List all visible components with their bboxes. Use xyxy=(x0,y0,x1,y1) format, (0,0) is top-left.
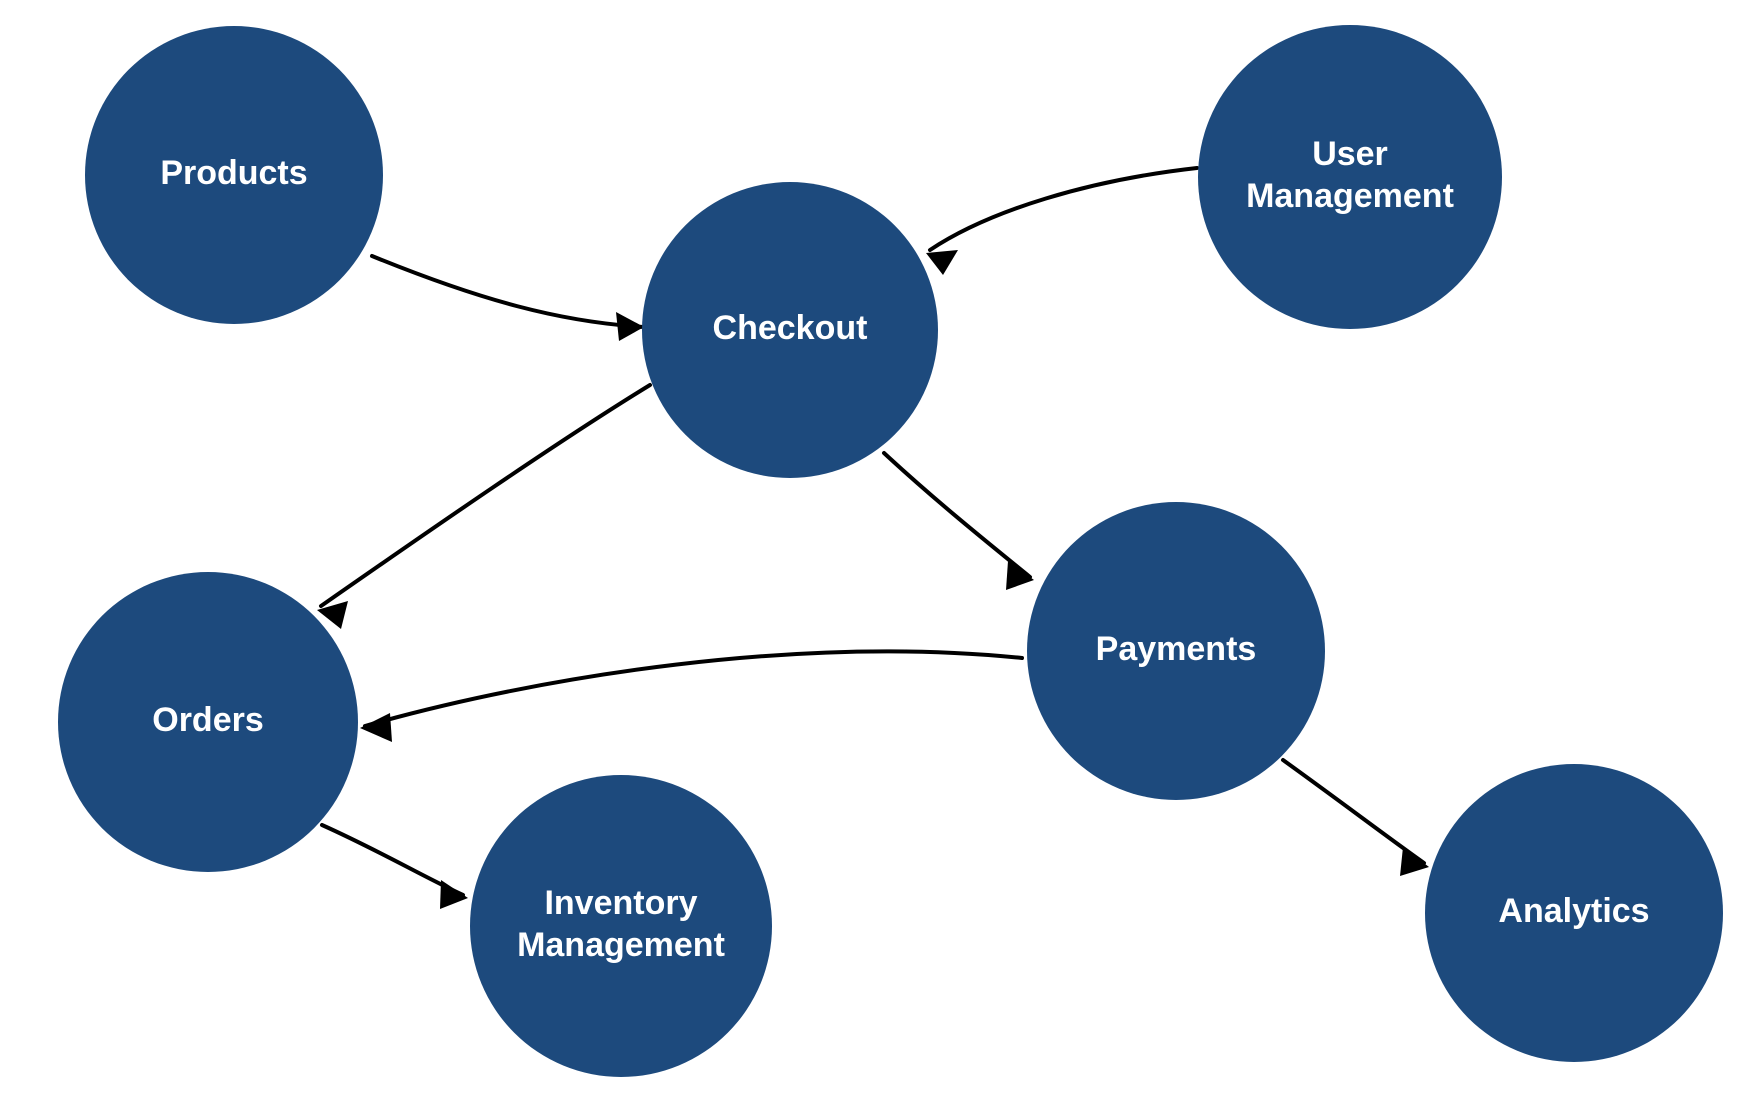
edge-payments-to-analytics[interactable]: Payments to Analytics xyxy=(1281,758,1429,876)
node-analytics[interactable]: AnalyticsAnalytics xyxy=(1425,764,1723,1062)
arrowhead-icon xyxy=(1400,847,1429,876)
edge-line xyxy=(882,451,1032,579)
arrowhead-icon xyxy=(360,713,392,742)
node-circle-products[interactable] xyxy=(85,26,383,324)
nodes-layer: ProductsProductsCheckoutCheckout UserMana… xyxy=(58,25,1723,1077)
edges-layer: Products to Checkout User Management to C… xyxy=(317,166,1429,909)
node-circle-checkout[interactable] xyxy=(642,182,938,478)
node-circle-user_mgmt[interactable] xyxy=(1198,25,1502,329)
edge-payments-to-orders[interactable]: Payments to Orders xyxy=(360,649,1024,742)
arrowhead-icon xyxy=(317,601,348,629)
arrowhead-icon xyxy=(926,250,958,275)
edge-line xyxy=(928,166,1199,252)
node-products[interactable]: ProductsProducts xyxy=(85,26,383,324)
node-orders[interactable]: OrdersOrders xyxy=(58,572,358,872)
edge-checkout-to-orders[interactable]: Checkout to Orders xyxy=(317,383,652,629)
edge-orders-to-inventory[interactable]: Orders to Inventory Management xyxy=(320,823,468,909)
arrowhead-icon xyxy=(616,312,644,341)
edge-user_mgmt-to-checkout[interactable]: User Management to Checkout xyxy=(926,166,1199,275)
edge-line xyxy=(1281,758,1426,865)
node-inventory[interactable]: InventoryManagementInventory Management xyxy=(470,775,772,1077)
edge-checkout-to-payments[interactable]: Checkout to Payments xyxy=(882,451,1034,590)
node-payments[interactable]: PaymentsPayments xyxy=(1027,502,1325,800)
edge-line xyxy=(363,649,1024,728)
node-circle-orders[interactable] xyxy=(58,572,358,872)
arrowhead-icon xyxy=(1006,561,1034,590)
node-user_mgmt[interactable]: UserManagementUser Management xyxy=(1198,25,1502,329)
edge-products-to-checkout[interactable]: Products to Checkout xyxy=(370,254,646,341)
node-circle-inventory[interactable] xyxy=(470,775,772,1077)
edge-line xyxy=(370,254,646,329)
node-checkout[interactable]: CheckoutCheckout xyxy=(642,182,938,478)
arrowhead-icon xyxy=(440,880,468,909)
node-circle-analytics[interactable] xyxy=(1425,764,1723,1062)
edge-line xyxy=(319,383,652,608)
node-circle-payments[interactable] xyxy=(1027,502,1325,800)
